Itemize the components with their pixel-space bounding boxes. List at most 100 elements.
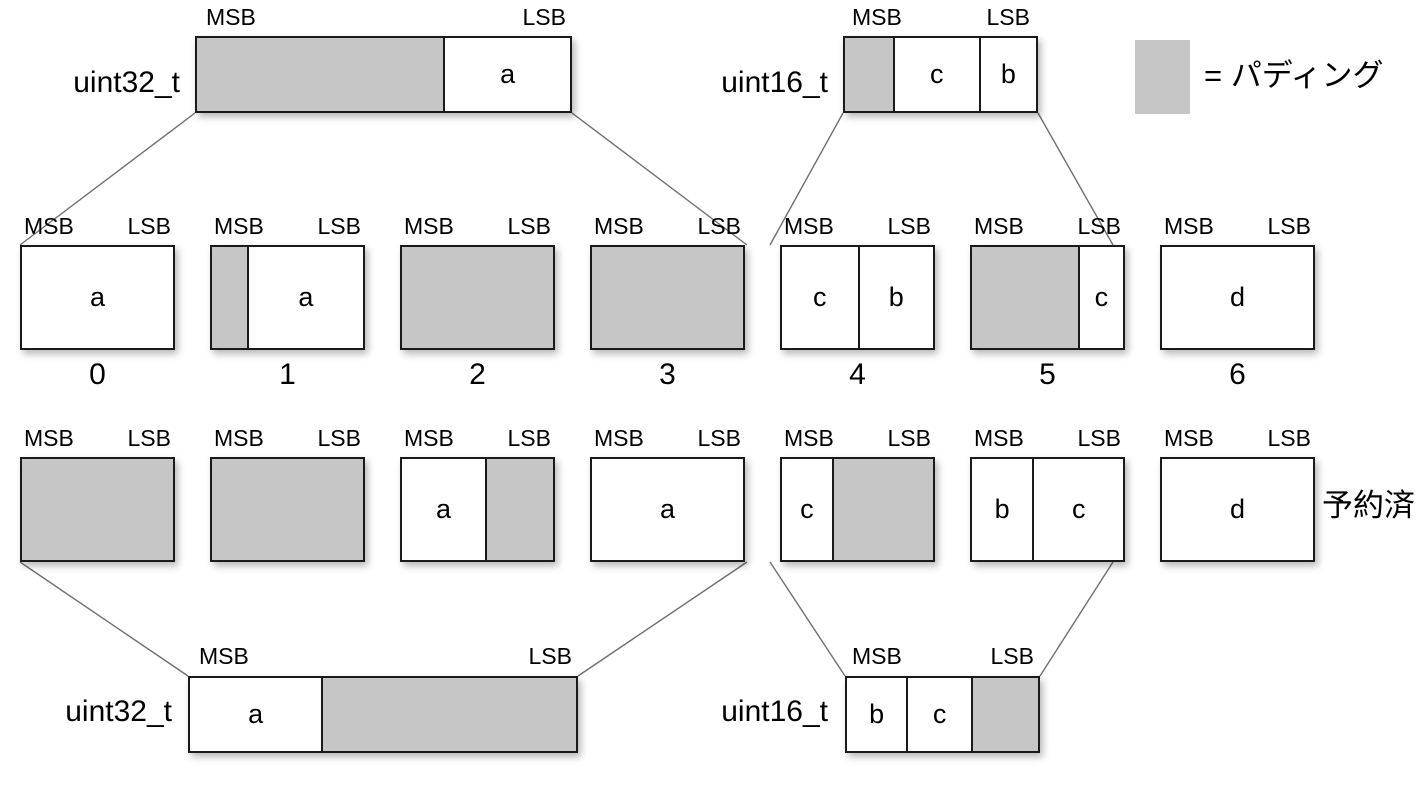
- upper-byte-6-msb-label: MSB: [1164, 213, 1214, 239]
- top-uint32-segment-0: [197, 38, 444, 111]
- upper-byte-3-index-label: 3: [659, 358, 676, 391]
- lower-byte-0-segment-0: [22, 459, 173, 560]
- upper-byte-1-segment-1: a: [246, 247, 363, 348]
- lower-byte-4-box: c: [780, 457, 935, 562]
- lower-byte-6-segment-0-label: d: [1229, 494, 1246, 524]
- lower-byte-3-segment-0-label: a: [659, 494, 676, 524]
- top-uint16-segment-1: c: [892, 38, 979, 111]
- upper-byte-5-msb-label: MSB: [974, 213, 1024, 239]
- upper-byte-0-box: a: [20, 245, 175, 350]
- top-uint16-lsb-label: LSB: [986, 4, 1030, 30]
- upper-byte-1-lsb-label: LSB: [317, 213, 361, 239]
- lower-byte-6-lsb-label: LSB: [1267, 425, 1311, 451]
- lower-byte-6-segment-0: d: [1162, 459, 1313, 560]
- upper-byte-2-box: [400, 245, 555, 350]
- upper-byte-5-segment-1: c: [1077, 247, 1123, 348]
- top-uint16-msb-label: MSB: [852, 4, 902, 30]
- upper-byte-0-msb-label: MSB: [24, 213, 74, 239]
- upper-byte-2-lsb-label: LSB: [507, 213, 551, 239]
- lower-byte-4-segment-1: [831, 459, 933, 560]
- connector-u32-bottom-right: [577, 561, 748, 677]
- upper-byte-4-msb-label: MSB: [784, 213, 834, 239]
- bottom-uint32-segment-1: [321, 678, 576, 751]
- bottom-uint32-segment-0-label: a: [248, 699, 264, 729]
- legend-padding-text: = パディング: [1204, 58, 1384, 93]
- upper-byte-4-segment-1-label: b: [888, 282, 904, 312]
- bottom-uint32-msb-label: MSB: [199, 643, 249, 669]
- top-uint32-box: a: [195, 36, 572, 113]
- lower-byte-3-msb-label: MSB: [594, 425, 644, 451]
- upper-byte-6-lsb-label: LSB: [1267, 213, 1311, 239]
- upper-byte-0-index-label: 0: [89, 358, 106, 391]
- top-uint16-segment-2: b: [978, 38, 1036, 111]
- bottom-uint16-segment-1: c: [906, 678, 972, 751]
- upper-byte-5-segment-0: [972, 247, 1078, 348]
- connector-u16-bottom-right: [1039, 561, 1114, 677]
- bottom-uint32-box: a: [188, 676, 578, 753]
- upper-byte-6-index-label: 6: [1229, 358, 1246, 391]
- upper-byte-6-box: d: [1160, 245, 1315, 350]
- bottom-uint32-segment-0: a: [190, 678, 322, 751]
- lower-byte-3-lsb-label: LSB: [697, 425, 741, 451]
- upper-byte-2-segment-0: [402, 247, 553, 348]
- bottom-uint32-type-label: uint32_t: [65, 695, 172, 728]
- lower-byte-3-box: a: [590, 457, 745, 562]
- upper-byte-2-msb-label: MSB: [404, 213, 454, 239]
- lower-byte-1-box: [210, 457, 365, 562]
- lower-byte-2-lsb-label: LSB: [507, 425, 551, 451]
- lower-byte-0-lsb-label: LSB: [127, 425, 171, 451]
- upper-byte-1-index-label: 1: [279, 358, 296, 391]
- top-uint32-type-label: uint32_t: [73, 66, 180, 99]
- top-uint32-lsb-label: LSB: [522, 4, 566, 30]
- connector-u16-bottom-left: [769, 561, 846, 677]
- lower-byte-2-msb-label: MSB: [404, 425, 454, 451]
- lower-byte-5-lsb-label: LSB: [1077, 425, 1121, 451]
- upper-byte-1-box: a: [210, 245, 365, 350]
- lower-byte-5-msb-label: MSB: [974, 425, 1024, 451]
- bottom-uint16-msb-label: MSB: [852, 643, 902, 669]
- upper-byte-6-segment-0-label: d: [1229, 282, 1246, 312]
- lower-byte-3-segment-0: a: [592, 459, 743, 560]
- top-uint32-segment-1-label: a: [500, 59, 516, 89]
- bottom-uint16-segment-2: [971, 678, 1038, 751]
- upper-byte-5-segment-1-label: c: [1094, 282, 1109, 312]
- lower-byte-1-msb-label: MSB: [214, 425, 264, 451]
- upper-byte-5-box: c: [970, 245, 1125, 350]
- lower-byte-6-box: d: [1160, 457, 1315, 562]
- lower-byte-2-segment-0-label: a: [436, 494, 452, 524]
- lower-byte-2-box: a: [400, 457, 555, 562]
- upper-byte-3-msb-label: MSB: [594, 213, 644, 239]
- upper-byte-4-segment-1: b: [857, 247, 933, 348]
- connector-u32-bottom-left: [19, 561, 189, 677]
- bottom-uint16-segment-0-label: b: [869, 699, 885, 729]
- upper-byte-2-index-label: 2: [469, 358, 486, 391]
- top-uint32-msb-label: MSB: [206, 4, 256, 30]
- upper-byte-5-index-label: 5: [1039, 358, 1056, 391]
- lower-byte-4-msb-label: MSB: [784, 425, 834, 451]
- bottom-uint16-segment-1-label: c: [932, 699, 947, 729]
- lower-byte-5-segment-1-label: c: [1071, 494, 1086, 524]
- upper-byte-3-box: [590, 245, 745, 350]
- bottom-uint16-type-label: uint16_t: [721, 695, 828, 728]
- reserved-note: 予約済: [1322, 488, 1415, 523]
- lower-byte-4-segment-0-label: c: [800, 494, 814, 524]
- upper-byte-4-index-label: 4: [849, 358, 866, 391]
- lower-byte-0-box: [20, 457, 175, 562]
- upper-byte-1-segment-1-label: a: [298, 282, 314, 312]
- top-uint16-segment-0: [845, 38, 893, 111]
- lower-byte-4-lsb-label: LSB: [887, 425, 931, 451]
- top-uint16-type-label: uint16_t: [721, 66, 828, 99]
- lower-byte-1-segment-0: [212, 459, 363, 560]
- upper-byte-6-segment-0: d: [1162, 247, 1313, 348]
- lower-byte-2-segment-1: [485, 459, 553, 560]
- upper-byte-4-lsb-label: LSB: [887, 213, 931, 239]
- lower-byte-5-segment-0-label: b: [994, 494, 1010, 524]
- legend-padding-swatch: [1135, 40, 1190, 114]
- upper-byte-3-lsb-label: LSB: [697, 213, 741, 239]
- lower-byte-2-segment-0: a: [402, 459, 486, 560]
- upper-byte-0-segment-0-label: a: [89, 282, 106, 312]
